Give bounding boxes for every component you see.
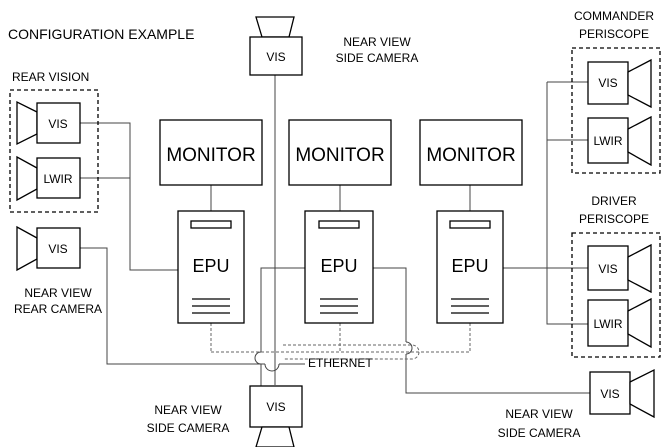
bottom-side-camera-label-line2: SIDE CAMERA bbox=[147, 421, 230, 435]
camera-lens-icon bbox=[629, 368, 655, 419]
wire-epu2-right-down bbox=[405, 354, 590, 394]
top-side-camera: VIS bbox=[249, 16, 303, 76]
right-side-camera: VIS bbox=[589, 368, 655, 419]
driver-periscope-group bbox=[571, 232, 661, 358]
right-side-vis-label: VIS bbox=[600, 387, 619, 401]
epu-2-vents bbox=[320, 298, 358, 314]
commander-periscope-label-line1: COMMANDER bbox=[574, 9, 654, 23]
monitor-3: MONITOR bbox=[419, 119, 523, 186]
monitor-2-label: MONITOR bbox=[295, 145, 384, 166]
commander-vis-label: VIS bbox=[598, 76, 617, 90]
right-side-camera-label-line1: NEAR VIEW bbox=[505, 407, 573, 421]
wire-epu2-right-hop bbox=[405, 341, 413, 355]
near-view-rear-vis-label: VIS bbox=[48, 242, 67, 256]
commander-vis-camera: VIS bbox=[587, 58, 652, 109]
commander-lwir-camera: LWIR bbox=[587, 115, 652, 167]
wire-near-rear bbox=[80, 247, 265, 365]
epu-3: EPU bbox=[436, 210, 504, 324]
near-view-rear-camera-label-line2: REAR CAMERA bbox=[14, 302, 102, 316]
driver-lwir-camera: LWIR bbox=[587, 297, 652, 349]
driver-vis-label: VIS bbox=[598, 262, 617, 276]
rear-vision-lwir-camera: LWIR bbox=[16, 155, 81, 202]
diagram-title: CONFIGURATION EXAMPLE bbox=[8, 26, 194, 42]
ethernet-label: ETHERNET bbox=[308, 356, 373, 370]
wire-periscope-bus bbox=[546, 82, 588, 325]
epu-2: EPU bbox=[304, 210, 374, 324]
ethernet-network: ETHERNET bbox=[210, 323, 471, 370]
rear-vision-vis-label: VIS bbox=[48, 117, 67, 131]
driver-vis-camera: VIS bbox=[587, 243, 652, 294]
wire-near-rear-hop bbox=[264, 363, 280, 372]
epu-1-vents bbox=[192, 298, 230, 314]
epu-2-label: EPU bbox=[320, 256, 357, 276]
camera-lens-icon bbox=[627, 297, 652, 349]
rear-vision-lwir-label: LWIR bbox=[43, 172, 72, 186]
bottom-side-vis-label: VIS bbox=[266, 400, 285, 414]
wiring bbox=[80, 75, 590, 394]
driver-periscope-label-line1: DRIVER bbox=[591, 194, 637, 208]
camera-lens-icon bbox=[16, 100, 38, 146]
camera-lens-icon bbox=[255, 426, 295, 447]
wire-epu2-loop bbox=[254, 267, 305, 386]
epu-1: EPU bbox=[177, 210, 245, 324]
monitor-1-label: MONITOR bbox=[166, 145, 255, 166]
epu-1-drive-slot bbox=[190, 220, 232, 229]
right-side-camera-label-line2: SIDE CAMERA bbox=[498, 426, 581, 440]
ethernet-loop bbox=[283, 344, 420, 360]
top-side-camera-label-line2: SIDE CAMERA bbox=[336, 51, 419, 65]
epu-1-label: EPU bbox=[192, 256, 229, 276]
camera-lens-icon bbox=[255, 16, 295, 38]
monitor-3-label: MONITOR bbox=[426, 145, 515, 166]
driver-lwir-label: LWIR bbox=[593, 317, 622, 331]
epu-2-drive-slot bbox=[318, 220, 360, 229]
wire-epu2-right-camera bbox=[373, 267, 407, 342]
camera-lens-icon bbox=[16, 155, 38, 202]
rear-vision-vis-camera: VIS bbox=[16, 100, 81, 146]
bottom-side-camera-label-line1: NEAR VIEW bbox=[154, 403, 222, 417]
camera-lens-icon bbox=[16, 225, 38, 272]
camera-lens-icon bbox=[627, 115, 652, 167]
epu-3-label: EPU bbox=[451, 256, 488, 276]
monitor-1: MONITOR bbox=[159, 119, 263, 186]
top-side-camera-label-line1: NEAR VIEW bbox=[343, 35, 411, 49]
rear-vision-label: REAR VISION bbox=[12, 70, 89, 84]
near-view-rear-camera-label-line1: NEAR VIEW bbox=[24, 286, 92, 300]
bottom-side-camera: VIS bbox=[249, 385, 303, 447]
rear-vision-group bbox=[9, 89, 99, 213]
camera-lens-icon bbox=[627, 243, 652, 294]
wire-rear-vis bbox=[80, 122, 178, 271]
monitor-2: MONITOR bbox=[288, 119, 392, 186]
commander-lwir-label: LWIR bbox=[593, 134, 622, 148]
camera-lens-icon bbox=[627, 58, 652, 109]
commander-periscope-group bbox=[571, 47, 661, 174]
epu-3-vents bbox=[451, 298, 489, 314]
top-side-vis-label: VIS bbox=[266, 50, 285, 64]
commander-periscope-label-line2: PERISCOPE bbox=[579, 27, 649, 41]
near-view-rear-camera: VIS bbox=[16, 225, 81, 272]
driver-periscope-label-line2: PERISCOPE bbox=[579, 212, 649, 226]
epu-3-drive-slot bbox=[449, 220, 491, 229]
